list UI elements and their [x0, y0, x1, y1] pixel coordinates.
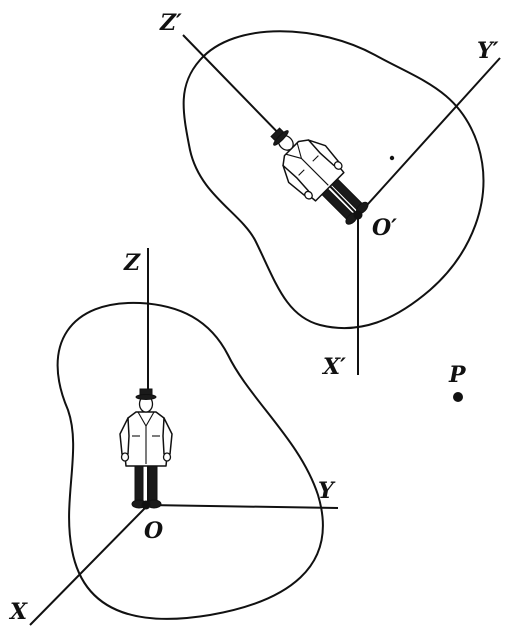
axis-y-label: Y: [318, 478, 336, 504]
frame-s-prime: Z′ Y′ X′ O′: [159, 10, 501, 380]
frame-s: Z Y X O: [8, 248, 339, 626]
axis-z-prime-label: Z′: [159, 10, 182, 36]
frame-s-x-axis: [29, 504, 149, 626]
frame-s-y-axis: [147, 504, 339, 509]
axis-x-label: X: [8, 599, 28, 625]
point-p: P: [448, 362, 467, 402]
point-p-dot: [453, 392, 463, 402]
frame-s-prime-y-axis: [357, 57, 501, 216]
observer-s-figure: [119, 388, 173, 509]
small-dot-marker: [389, 155, 395, 161]
frame-s-region-outline: [56, 301, 324, 620]
origin-o-point: [141, 500, 151, 510]
axis-y-prime-label: Y′: [477, 38, 499, 64]
point-p-label: P: [448, 362, 467, 388]
origin-o-prime-label: O′: [372, 215, 397, 241]
axis-x-prime-label: X′: [321, 354, 346, 380]
axis-z-label: Z: [123, 250, 141, 276]
origin-o-prime-point: [353, 210, 363, 220]
frame-s-prime-region-outline: [182, 30, 485, 329]
origin-o-label: O: [144, 518, 163, 544]
